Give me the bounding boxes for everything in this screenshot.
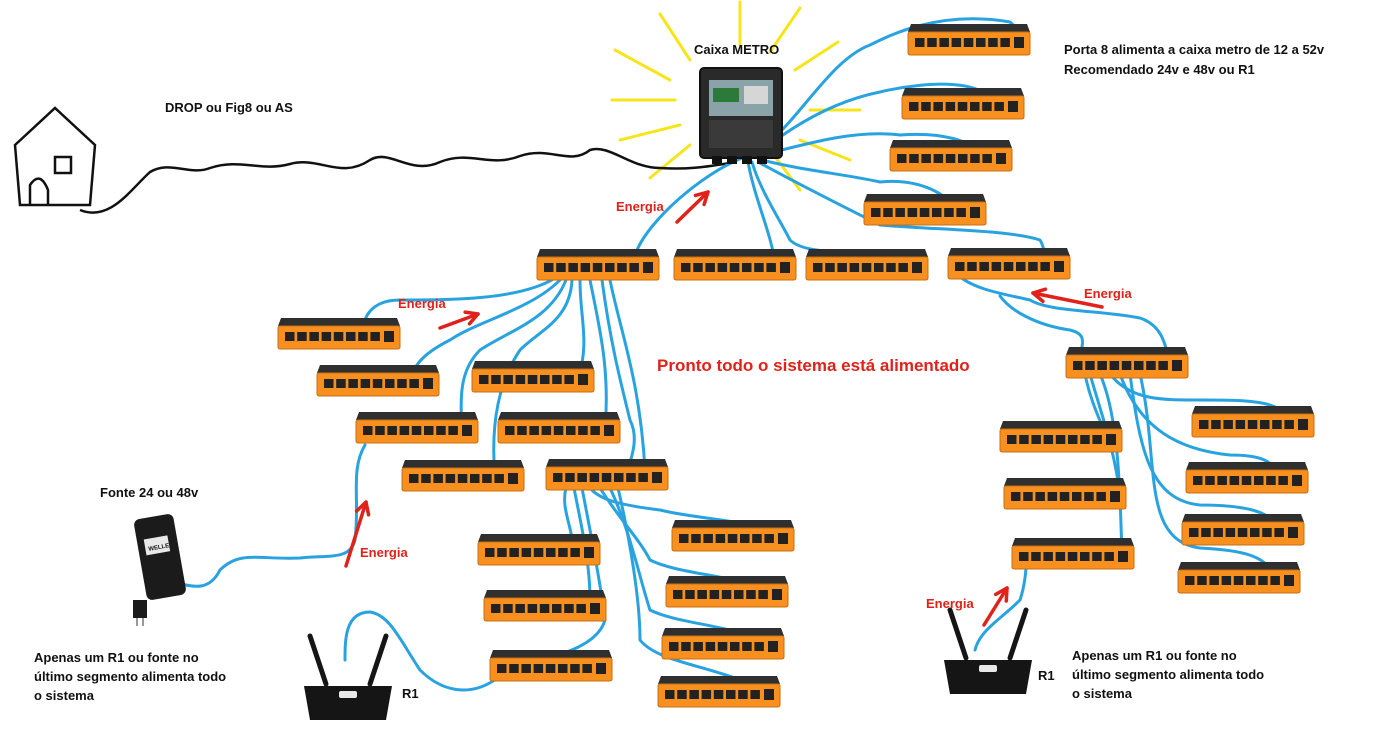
poe-switch [545,459,669,491]
blue-cable-14 [492,278,574,480]
poe-switch [805,249,929,281]
poe-switch [1191,406,1315,438]
poe-switch [901,88,1025,120]
power-supply-label: Fonte 24 ou 48v [100,485,199,500]
poe-switch [1181,514,1305,546]
note-right-line-1: Apenas um R1 ou fonte no [1072,648,1237,663]
blue-cable-17 [600,278,636,479]
poe-switch [999,421,1123,453]
porta-8-note: Porta 8 alimenta a caixa metro de 12 a 5… [1064,42,1325,57]
blue-cable-26 [616,486,772,696]
poe-switch [277,318,401,350]
poe-switch [671,520,795,552]
poe-switch [477,534,601,566]
blue-cable-19 [176,443,367,588]
energia-label-left: Energia [398,296,446,311]
poe-switch [673,249,797,281]
energia-label-bottom-left: Energia [360,545,408,560]
drop-cable-label: DROP ou Fig8 ou AS [165,100,293,115]
caixa-metro-label: Caixa METRO [694,42,780,57]
sun-ray-2 [613,48,672,82]
energia-label-top: Energia [616,199,664,214]
house-icon [13,106,97,207]
recomendado-note: Recomendado 24v e 48v ou R1 [1064,62,1255,77]
energia-label-bottom-right: Energia [926,596,974,611]
blue-cable-27 [343,610,502,692]
router-r1-label-right: R1 [1038,668,1055,683]
poe-switch [1003,478,1127,510]
note-right-line-2: último segmento alimenta todo [1072,667,1265,682]
blue-cable-16 [588,278,608,432]
poe-switch [889,140,1013,172]
poe-switch [661,628,785,660]
blue-cable-11 [362,276,557,338]
note-right-line-3: o sistema [1072,686,1132,701]
poe-switch [1177,562,1301,594]
energia-arrow-bottom-right [982,586,1009,627]
blue-cable-30 [1028,372,1124,560]
note-right: Apenas um R1 ou fonte no último segmento… [1072,646,1264,703]
energia-arrow-bottom-left [344,500,371,568]
poe-switch [497,412,621,444]
energia-arrow-top [675,190,710,224]
sun-ray-5 [768,6,802,54]
blue-cable-9 [953,270,1172,366]
poe-switch [657,676,781,708]
blue-cable-18 [608,278,647,472]
poe-switch [1185,462,1309,494]
blue-cable-22 [538,486,607,662]
poe-switch [471,361,595,393]
sun-ray-10 [648,143,692,180]
poe-switch [489,650,613,682]
poe-switch [1065,347,1189,379]
poe-switch [907,24,1031,56]
blue-cable-35 [973,563,1028,652]
energia-arrow-right [1031,287,1104,309]
router-r1-label-left: R1 [402,686,419,701]
poe-switch [316,365,440,397]
sun-ray-3 [658,12,692,62]
poe-switch [483,590,607,622]
poe-switch [401,460,525,492]
poe-switch [947,248,1071,280]
note-left-line-3: o sistema [34,688,94,703]
poe-switch [1011,538,1135,570]
adapter-brand-text: WELLE [148,543,170,553]
sun-ray-11 [618,123,682,142]
energia-label-right: Energia [1084,286,1132,301]
note-left: Apenas um R1 ou fonte no último segmento… [34,648,226,705]
poe-switch [355,412,479,444]
caixa-metro-box [699,67,783,164]
poe-switch [665,576,789,608]
note-left-line-2: último segmento alimenta todo [34,669,227,684]
power-adapter-icon: WELLE [133,514,186,626]
blue-cable-13 [459,278,568,432]
sun-ray-6 [793,40,840,72]
energia-arrow-left [438,310,480,330]
blue-cable-7 [746,160,777,264]
poe-switch [863,194,987,226]
router-r1-icon [944,607,1032,694]
system-powered-label: Pronto todo o sistema está alimentado [657,356,970,375]
drop-cable [79,147,731,214]
note-left-line-1: Apenas um R1 ou fonte no [34,650,199,665]
poe-switch [536,249,660,281]
router-r1-icon [304,633,392,720]
blue-cable-34 [1138,372,1277,582]
